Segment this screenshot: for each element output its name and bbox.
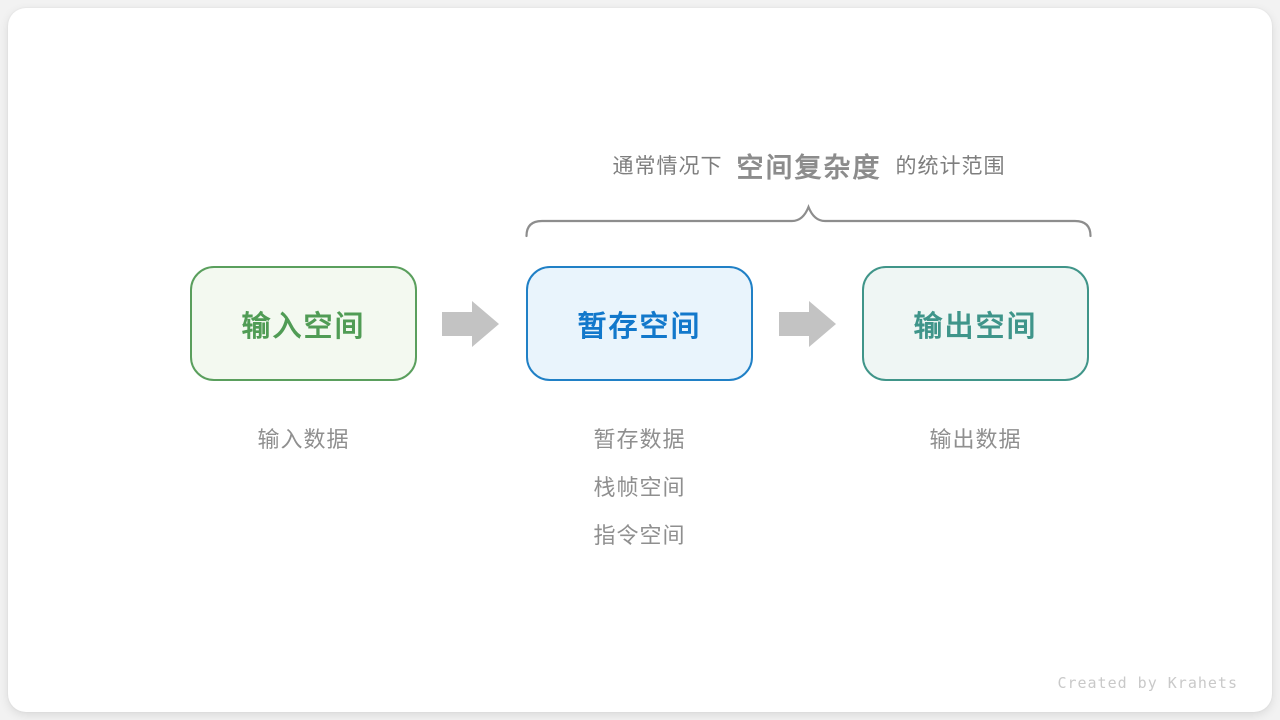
caption-suffix: 的统计范围	[895, 155, 1006, 178]
notes-output-column: 输出数据	[862, 422, 1089, 470]
box-buffer-label: 暂存空间	[577, 310, 702, 343]
curly-brace-icon	[525, 204, 1092, 238]
note-input-data: 输入数据	[257, 427, 350, 452]
box-input-label: 输入空间	[241, 310, 366, 343]
note-stack-frame-space: 栈帧空间	[593, 475, 686, 500]
box-output-space: 输出空间	[862, 266, 1089, 381]
diagram-card: 通常情况下 空间复杂度 的统计范围 输入空间 暂存空间 输出空间 输入数据 暂存…	[8, 8, 1272, 712]
note-output-data: 输出数据	[929, 427, 1022, 452]
box-input-space: 输入空间	[190, 266, 417, 381]
arrow-right-icon	[779, 301, 836, 347]
box-output-label: 输出空间	[913, 310, 1038, 343]
note-buffer-data: 暂存数据	[593, 427, 686, 452]
arrow-right-icon	[442, 301, 499, 347]
box-buffer-space: 暂存空间	[526, 266, 753, 381]
caption-prefix: 通常情况下	[612, 155, 723, 178]
notes-buffer-column: 暂存数据 栈帧空间 指令空间	[526, 422, 753, 566]
brace-path	[525, 204, 1092, 238]
note-instruction-space: 指令空间	[593, 523, 686, 548]
scope-caption: 通常情况下 空间复杂度 的统计范围	[526, 142, 1092, 188]
notes-input-column: 输入数据	[190, 422, 417, 470]
caption-highlight: 空间复杂度	[736, 152, 882, 183]
credit-text: Created by Krahets	[1057, 674, 1238, 692]
